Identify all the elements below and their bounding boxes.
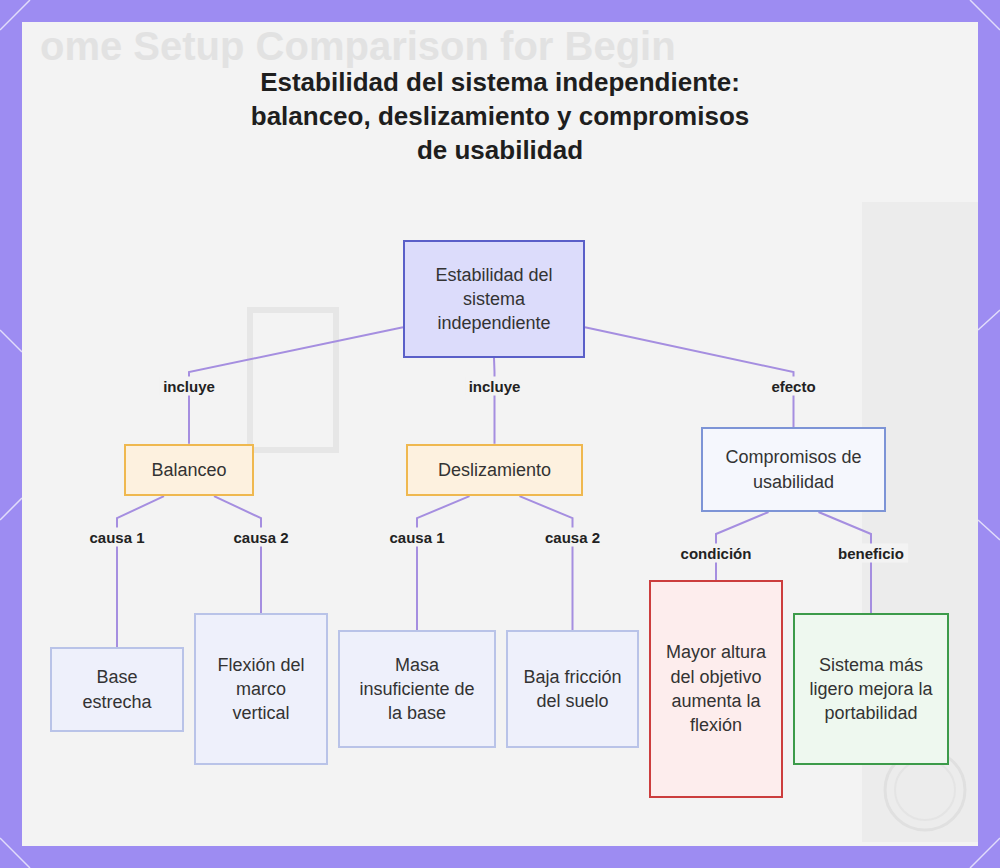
faded-emblem-inner <box>895 760 955 820</box>
node-text: Compromisos de usabilidad <box>703 439 884 500</box>
concept-box: Flexión del marco vertical <box>194 613 328 765</box>
concept-box: Masa insuficiente de la base <box>338 630 496 748</box>
connector-line <box>189 327 403 444</box>
concept-box: Balanceo <box>124 444 254 496</box>
faded-frame <box>250 310 336 450</box>
connector-line <box>117 496 164 647</box>
node-text: Estabilidad del sistema independiente <box>405 257 583 342</box>
concept-box: Deslizamiento <box>406 444 583 496</box>
connector-line <box>819 512 872 613</box>
connector-line <box>585 327 794 427</box>
edge-label: beneficio <box>834 544 908 563</box>
node-text: Base estrecha <box>52 659 182 720</box>
edge-label: incluye <box>465 377 525 396</box>
connector-line <box>520 496 573 630</box>
concept-box: Sistema más ligero mejora la portabilida… <box>793 613 949 765</box>
edge-label: condición <box>677 544 756 563</box>
concept-box: Baja fricción del suelo <box>506 630 639 748</box>
edge-label: causa 1 <box>385 528 448 547</box>
node-text: Mayor altura del objetivo aumenta la fle… <box>651 634 781 743</box>
node-text: Balanceo <box>141 452 236 488</box>
diagram-title: Estabilidad del sistema independiente: b… <box>240 66 760 167</box>
node-text: Sistema más ligero mejora la portabilida… <box>795 647 947 732</box>
connector-line <box>417 496 470 630</box>
edge-label: causa 2 <box>229 528 292 547</box>
node-text: Flexión del marco vertical <box>196 647 326 732</box>
concept-box: Base estrecha <box>50 647 184 732</box>
watermark: ome Setup Comparison for Begin <box>40 24 676 69</box>
edge-label: incluye <box>159 377 219 396</box>
concept-box: Mayor altura del objetivo aumenta la fle… <box>649 580 783 798</box>
concept-box: Compromisos de usabilidad <box>701 427 886 512</box>
edge-label: efecto <box>767 377 819 396</box>
node-text: Masa insuficiente de la base <box>340 647 494 732</box>
edge-label: causa 2 <box>541 528 604 547</box>
root-box: Estabilidad del sistema independiente <box>403 240 585 358</box>
edge-label: causa 1 <box>85 528 148 547</box>
connector-line <box>214 496 261 613</box>
node-text: Baja fricción del suelo <box>508 659 637 720</box>
node-text: Deslizamiento <box>428 452 561 488</box>
connector-line <box>493 358 496 444</box>
